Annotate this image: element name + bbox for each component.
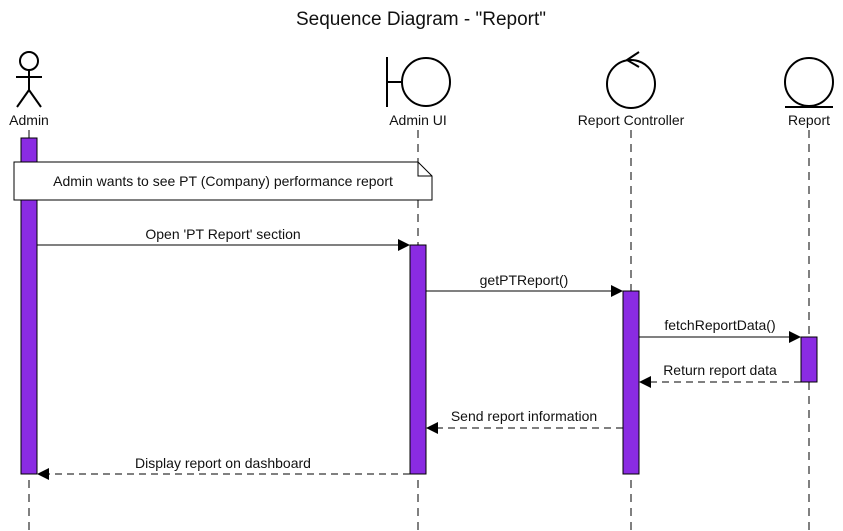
message-label: fetchReportData() <box>664 317 775 333</box>
participant-label-report: Report <box>788 112 830 128</box>
message-1: Open 'PT Report' section <box>37 226 410 251</box>
message-4: Return report data <box>639 362 801 388</box>
message-3: fetchReportData() <box>639 317 801 343</box>
participant-label-report-controller: Report Controller <box>578 112 685 128</box>
message-5: Send report information <box>426 408 623 434</box>
entity-icon <box>784 57 834 108</box>
note-fold <box>417 162 432 177</box>
activation-bars <box>20 137 818 475</box>
actor-icon <box>16 51 42 108</box>
boundary-icon <box>386 57 451 107</box>
message-2: getPTReport() <box>426 272 623 297</box>
note: Admin wants to see PT (Company) performa… <box>13 161 433 201</box>
activation-admin <box>20 137 38 475</box>
participant-label-admin-ui: Admin UI <box>389 112 447 128</box>
diagram-title: Sequence Diagram - "Report" <box>296 9 546 30</box>
message-label: Display report on dashboard <box>135 455 311 471</box>
activation-report-controller <box>622 290 640 475</box>
control-icon <box>606 51 656 109</box>
note-box <box>13 161 433 201</box>
activation-admin-ui <box>409 244 427 475</box>
participant-label-admin: Admin <box>9 112 49 128</box>
note-text: Admin wants to see PT (Company) performa… <box>53 173 393 189</box>
message-label: Return report data <box>663 362 777 378</box>
message-label: Send report information <box>451 408 597 424</box>
activation-report <box>800 336 818 383</box>
message-label: Open 'PT Report' section <box>145 226 300 242</box>
message-6: Display report on dashboard <box>37 455 410 480</box>
message-label: getPTReport() <box>480 272 569 288</box>
